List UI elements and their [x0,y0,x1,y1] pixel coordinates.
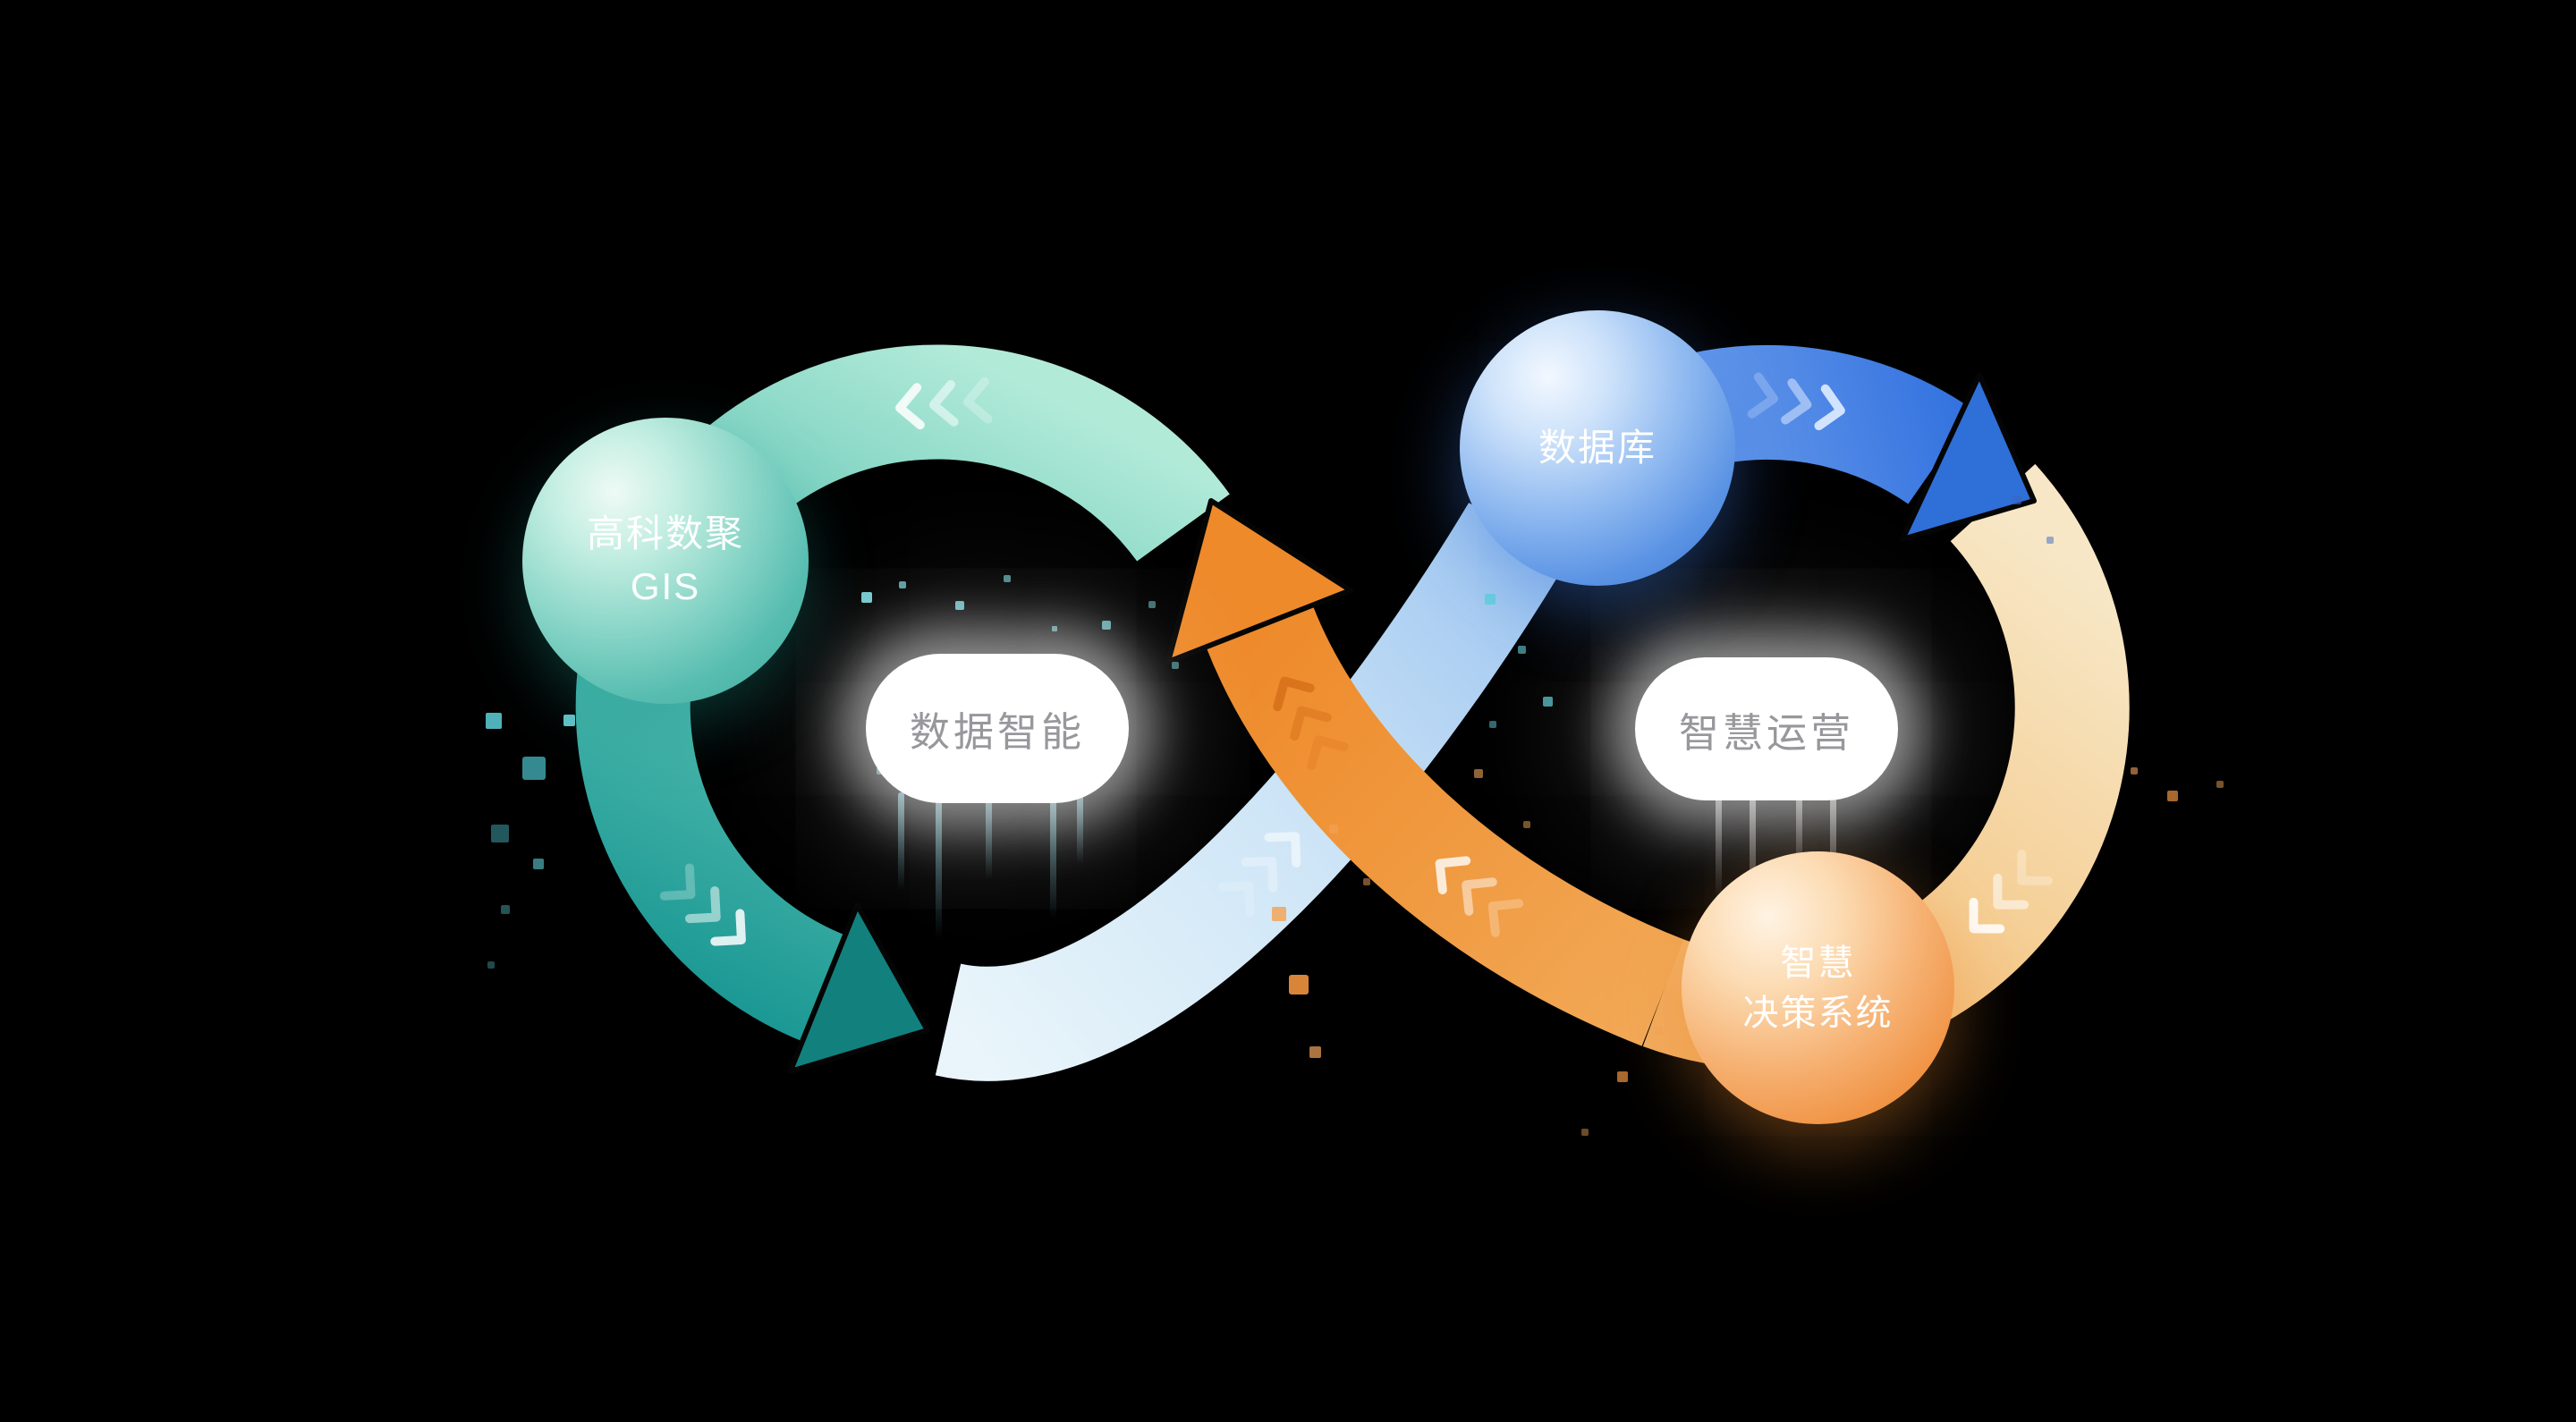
decor-dot [2046,537,2054,544]
decor-dot [487,961,495,969]
decor-dot [501,905,510,914]
crossing-under-band [935,503,1567,1081]
teal-arrowhead-icon [787,902,930,1074]
decor-dot [1148,601,1156,608]
node-database-sphere: 数据库 [1460,310,1735,586]
decor-dot [1172,662,1179,669]
decor-dot [1329,825,1338,834]
decor-dot [1363,878,1370,885]
node-database-label: 数据库 [1538,426,1657,469]
decor-dot [1004,575,1011,582]
node-gis-sphere: 高科数聚 GIS [522,418,809,704]
decor-dot [1309,1046,1321,1058]
decor-dot [861,592,872,603]
decor-dot [533,859,544,869]
decor-dot [1272,907,1286,921]
decor-dot [1474,769,1483,778]
decor-streak [1077,792,1083,864]
decor-dot [1485,594,1496,605]
decor-streak [1050,794,1056,919]
decor-dot [1617,1071,1628,1082]
decor-dot [522,757,546,780]
pill-smart-operation: 智慧运营 [1635,657,1898,800]
decor-dot [2131,767,2138,774]
decor-dot [2012,495,2021,504]
decor-dot [2216,781,2224,788]
decor-dot [1543,697,1553,707]
decor-streak [986,791,992,880]
decor-dot [1489,721,1496,728]
decor-dot [1581,1129,1589,1136]
node-decision-line2: 决策系统 [1742,993,1894,1033]
decor-dot [1289,975,1309,995]
decor-dot [1102,621,1111,630]
decor-dot [1518,646,1526,654]
pill-data-intelligence-label: 数据智能 [909,709,1085,755]
decor-dot [486,713,502,729]
decor-dot [564,715,575,726]
decor-streak [1716,792,1722,900]
decor-dot [1052,626,1057,631]
decor-dot [1523,821,1530,828]
decor-dot [1655,1027,1663,1035]
decor-dot [491,825,509,842]
pill-data-intelligence: 数据智能 [866,654,1129,803]
decor-streak [898,792,904,891]
pill-smart-operation-label: 智慧运营 [1678,709,1854,756]
blue-arrowhead-icon [1900,372,2037,542]
decor-dot [2167,791,2178,801]
node-gis-line1: 高科数聚 [586,512,744,555]
decor-streak [936,796,942,939]
node-decision-line1: 智慧 [1780,943,1856,983]
decor-dots [486,495,2224,1136]
decor-dot [899,581,906,588]
node-gis-line2: GIS [630,565,701,607]
decor-dot [955,601,964,610]
orange-arrowhead-icon [1165,498,1353,664]
node-decision-sphere: 智慧 决策系统 [1682,851,1954,1124]
